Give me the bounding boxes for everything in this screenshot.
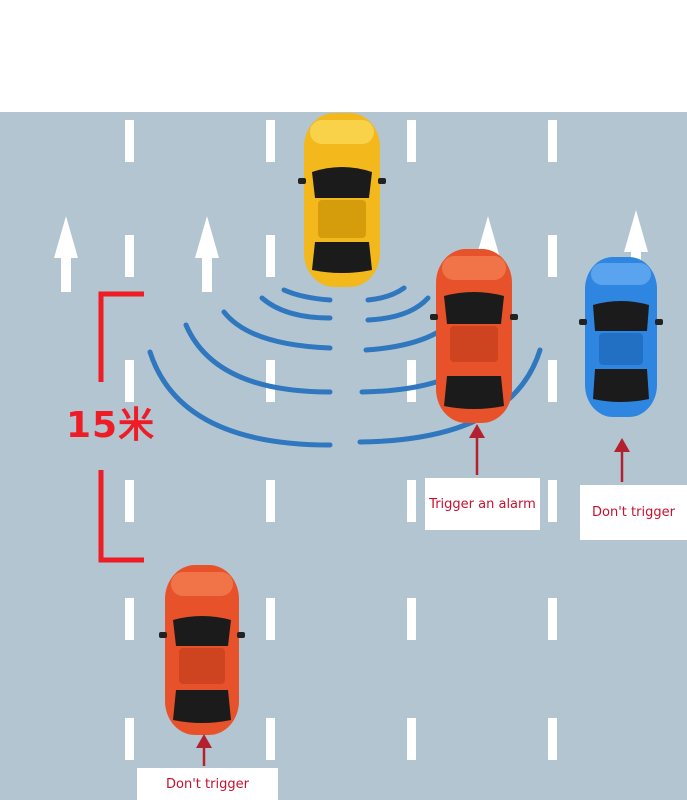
pointer-arrows (196, 424, 630, 766)
distance-label: 15米 (66, 405, 156, 446)
orange-car-rear-icon (159, 565, 245, 735)
pointer-arrow-rear-icon (196, 734, 212, 766)
yellow-car-icon (298, 113, 386, 287)
distance-bracket (98, 291, 144, 563)
blue-car-icon (579, 257, 663, 417)
label-dont-trigger-rear: Don't trigger (137, 768, 278, 800)
pointer-arrow-alarm-icon (469, 424, 485, 475)
pointer-arrow-right-icon (614, 438, 630, 482)
label-trigger-alarm: Trigger an alarm (425, 478, 540, 530)
radar-waves-left (147, 287, 333, 448)
up-arrow-icon (195, 216, 219, 292)
label-dont-trigger-right: Don't trigger (580, 485, 687, 540)
orange-car-alarm-icon (430, 249, 518, 423)
lane-markings (125, 120, 557, 760)
up-arrow-icon (624, 210, 648, 262)
up-arrow-icon (54, 216, 78, 292)
